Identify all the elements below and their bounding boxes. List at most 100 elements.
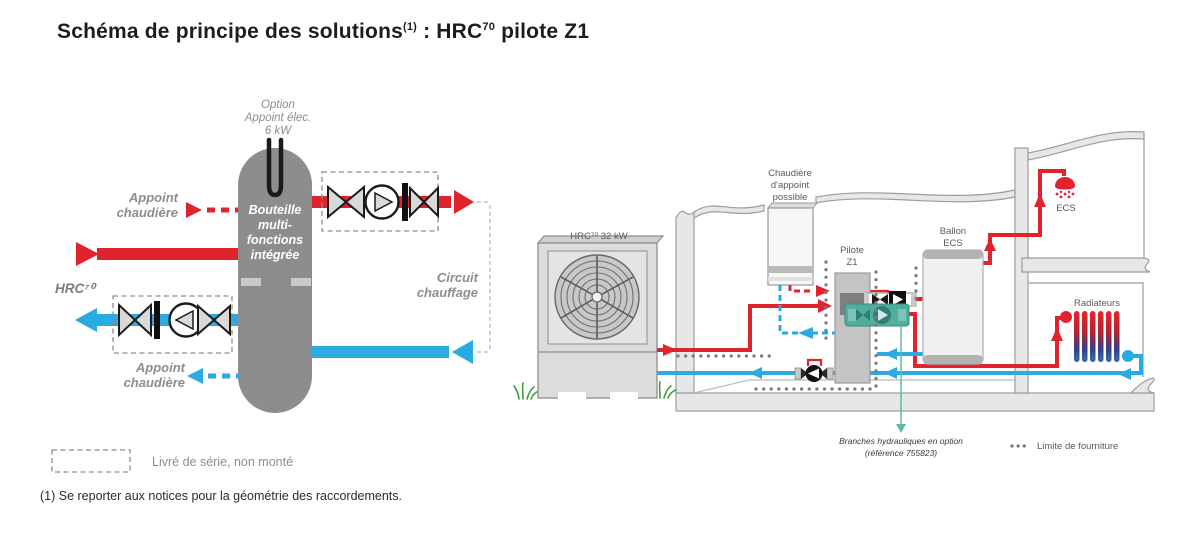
shower-icon	[1055, 177, 1075, 199]
hydraulic-branch-heating	[844, 303, 910, 327]
title-mid: : HRC	[417, 20, 483, 43]
check-valve-icon	[154, 301, 160, 339]
hrc-label: HRC⁷⁰	[55, 281, 97, 296]
boiler-line2: d'appoint	[771, 180, 810, 191]
return-pump-assembly	[794, 365, 834, 382]
boiler-line3: possible	[773, 192, 808, 203]
valve-kit-bottom	[112, 295, 233, 354]
pipe-to-radiators	[908, 312, 1062, 368]
tank-port-left	[241, 278, 261, 286]
option-elec-label: Option Appoint élec. 6 kW	[244, 99, 312, 137]
arrow-down-icon	[896, 424, 906, 433]
pipe-ballon-to-shower	[983, 169, 1066, 265]
appoint-chaudiere-bottom: Appoint chaudière	[124, 360, 240, 390]
blue-pipes	[657, 352, 1143, 375]
boiler-dashed-pipes	[778, 285, 835, 339]
radiator-supply-node	[1060, 311, 1072, 323]
pipe-radiators-return	[657, 354, 1143, 375]
branches-line2: (référence 755823)	[865, 448, 937, 458]
option-line1: Option	[261, 99, 295, 111]
limite-legend: Limite de fourniture	[1010, 441, 1118, 452]
backup-boiler-unit: Chaudière d'appoint possible	[766, 168, 819, 286]
pilote-line2: Z1	[846, 257, 857, 268]
heat-pump-unit: HRC⁷⁰ 32 kW	[536, 231, 665, 399]
title-sup-70: 70	[482, 21, 496, 33]
tank-line1: Bouteille	[249, 203, 302, 217]
branches-line1: Branches hydrauliques en option	[839, 436, 963, 446]
heat-pump-label: HRC⁷⁰ 32 kW	[570, 231, 627, 242]
schematic-svg: Option Appoint élec. 6 kW	[40, 99, 1155, 503]
ground-slab-torn-edge	[1129, 377, 1155, 394]
appoint-top-line2: chaudière	[117, 205, 178, 220]
ceiling-torn-left	[693, 204, 765, 220]
arrow-right-icon	[816, 285, 830, 297]
pipe-blue-return-right	[308, 340, 491, 364]
arrow-right-icon	[186, 202, 202, 218]
title-main: Schéma de principe des solutions	[57, 20, 403, 43]
valve-icon	[212, 303, 231, 337]
tank-line4: intégrée	[251, 248, 300, 262]
house-structure	[675, 131, 1155, 412]
lower-room-outline	[1028, 282, 1144, 377]
pump-direction-icon	[878, 309, 888, 321]
pipe-red-from-hrc	[76, 242, 238, 266]
branches-pointer	[896, 326, 906, 433]
circuit-line2: chauffage	[417, 285, 478, 300]
circuit-line1: Circuit	[437, 270, 479, 285]
supply-limit-dotted-lines	[676, 260, 918, 391]
check-valve-icon	[402, 183, 408, 221]
valve-icon	[118, 302, 137, 338]
valve-kit-top	[321, 171, 439, 232]
hydraulic-branch-dhw	[864, 291, 917, 308]
page-title: Schéma de principe des solutions(1) : HR…	[57, 20, 589, 44]
ballon-ecs-unit: Ballon ECS	[922, 226, 984, 365]
appoint-bottom-line2: chaudière	[124, 375, 185, 390]
red-pipe-arrows	[663, 193, 1063, 356]
legend-label: Livré de série, non monté	[152, 455, 293, 469]
option-line2: Appoint élec.	[244, 112, 312, 124]
valve-icon	[327, 184, 348, 220]
valve-icon	[133, 302, 152, 338]
pipe-hp-to-pilote	[657, 304, 820, 352]
boiler-line1: Chaudière	[768, 168, 812, 179]
radiator-return-node	[1122, 350, 1134, 362]
appoint-top-line1: Appoint	[128, 190, 179, 205]
valve-icon	[344, 184, 365, 220]
pump-direction-icon	[174, 309, 194, 331]
pump-direction-icon	[808, 368, 819, 379]
heat-pump-foot-gap	[610, 392, 638, 399]
title-footnote-ref: (1)	[403, 21, 418, 33]
radiator-icon	[1060, 311, 1134, 362]
heat-pump-foot-gap	[558, 392, 586, 399]
pump-direction-icon	[374, 191, 394, 213]
ceiling-right	[1027, 131, 1145, 161]
electric-heater-icon	[266, 137, 284, 198]
legend-dashed-box	[51, 449, 131, 473]
red-dashed-pipe	[788, 285, 814, 293]
appoint-chaudiere-top: Appoint chaudière	[117, 190, 238, 220]
option-line3: 6 kW	[265, 125, 292, 137]
pump-direction-icon	[893, 294, 903, 305]
ballon-line1: Ballon	[940, 226, 966, 237]
arrow-right-icon	[76, 242, 99, 266]
ceiling-sweep	[815, 189, 1016, 204]
tank-port-right	[291, 278, 311, 286]
ballon-line2: ECS	[943, 238, 963, 249]
footnote-text: (1) Se reporter aux notices pour la géom…	[40, 489, 402, 503]
ecs-label: ECS	[1056, 203, 1076, 214]
fan-icon	[554, 254, 640, 340]
floor-line	[693, 379, 1015, 394]
right-installation-diagram: HRC⁷⁰ 32 kW Chaudière d'appoint possible	[513, 131, 1155, 458]
radiators-label: Radiateurs	[1074, 298, 1120, 309]
tank-line3: fonctions	[247, 233, 303, 247]
blue-pipe-arrows	[749, 348, 1131, 380]
pipe-bracket	[806, 358, 823, 366]
valve-icon	[197, 303, 216, 337]
blue-dashed-pipe	[778, 285, 835, 335]
multifunction-tank: Bouteille multi- fonctions intégrée	[238, 137, 312, 413]
left-principle-diagram: Option Appoint élec. 6 kW	[40, 99, 491, 503]
left-wall	[675, 210, 695, 394]
legend-livre-de-serie: Livré de série, non monté	[51, 449, 293, 473]
valve-icon	[409, 185, 426, 219]
